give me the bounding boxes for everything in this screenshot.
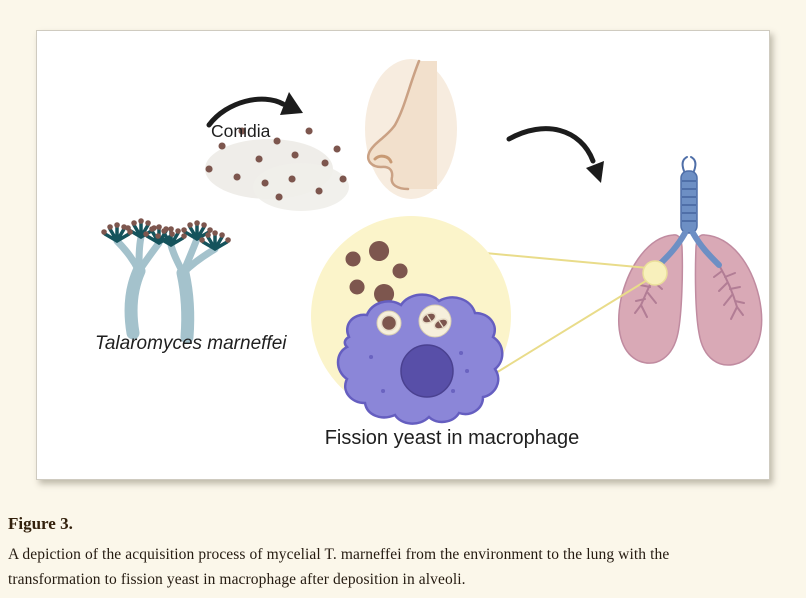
conidia-label: Conidia <box>211 121 271 141</box>
macrophage-zoom-circle <box>311 216 511 425</box>
vacuole <box>418 304 452 338</box>
macrophage-cell <box>336 293 504 425</box>
fission-yeast-label: Fission yeast in macrophage <box>325 427 580 449</box>
free-yeast-dots-large <box>369 241 395 304</box>
septum-lines <box>426 314 444 328</box>
nostril <box>373 154 393 164</box>
lungs-illustration <box>618 156 763 366</box>
mold-illustration <box>101 218 231 344</box>
arrow-to-lung-icon <box>506 126 604 183</box>
magnification-lines <box>484 252 650 380</box>
cytoplasm-specks <box>369 351 470 393</box>
conidia-cloud <box>205 127 349 211</box>
conidia-dots <box>205 127 347 201</box>
figure-caption-heading: Figure 3. <box>8 514 73 533</box>
organism-label: Talaromyces marneffei <box>95 333 287 354</box>
alveoli-focus-spot <box>642 260 668 286</box>
cloud-blob <box>253 163 349 211</box>
figure-illustration: Conidia Talaromyces marneffei Fission ye… <box>95 59 763 449</box>
arrow-to-nose-icon <box>206 92 303 128</box>
figure-caption: Figure 3. A depiction of the acquisition… <box>8 514 738 592</box>
nucleus <box>400 344 454 398</box>
yeast-cell <box>380 314 398 332</box>
free-yeast-dots <box>345 251 408 295</box>
mold-conidia-dots <box>101 218 231 243</box>
figure-caption-text: A depiction of the acquisition process o… <box>8 546 670 589</box>
mold-stems <box>113 233 219 344</box>
nose-illustration <box>365 59 457 199</box>
trachea <box>658 156 722 268</box>
figure-panel: Conidia Talaromyces marneffei Fission ye… <box>36 30 770 480</box>
nose-profile-line <box>367 59 421 191</box>
mold-heads <box>103 221 229 251</box>
